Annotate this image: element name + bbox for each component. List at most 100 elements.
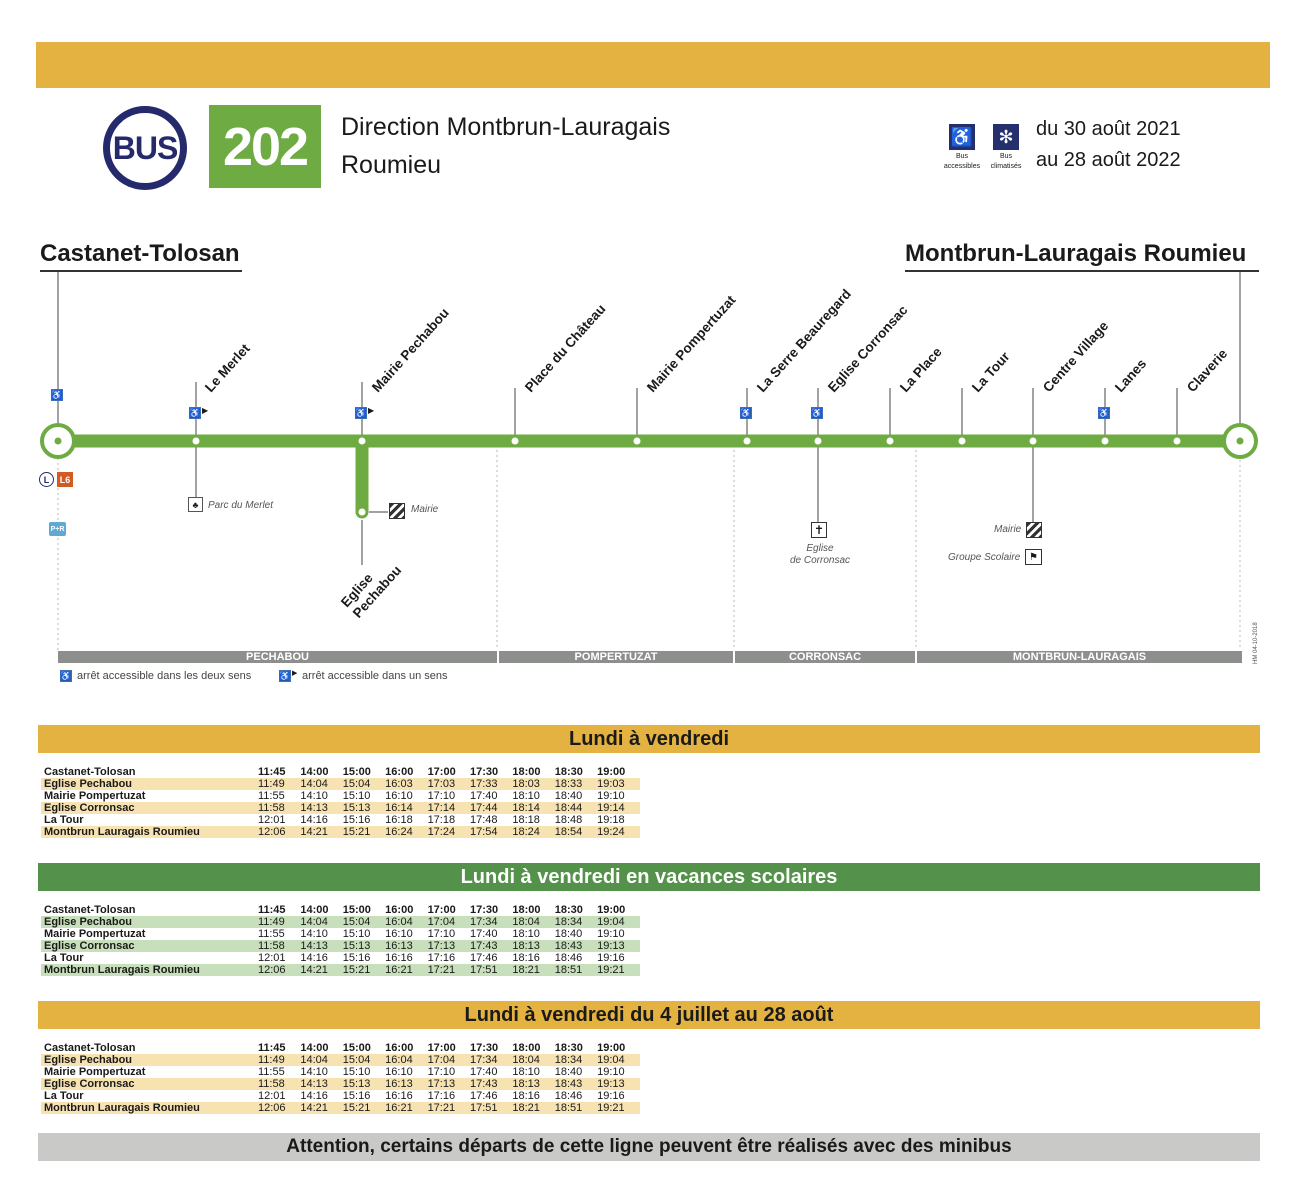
departure-time: 15:00 bbox=[342, 904, 371, 916]
time-cell: 17:10 bbox=[427, 790, 456, 802]
time-cell: 18:21 bbox=[512, 1102, 555, 1114]
wheelchair-icon: ♿ bbox=[949, 124, 975, 150]
stop-name: Eglise Corronsac bbox=[41, 940, 258, 952]
time-cell: 18:18 bbox=[512, 814, 540, 826]
time-cell: 15:10 bbox=[342, 1066, 371, 1078]
departure-time: 14:00 bbox=[300, 904, 329, 916]
line-l6-badge: L6 bbox=[57, 472, 73, 487]
departure-time: 14:00 bbox=[300, 1042, 329, 1054]
poi-mairie-pechabou: Mairie bbox=[411, 504, 439, 515]
time-cell: 11:58 bbox=[258, 940, 301, 952]
time-cell: 17:14 bbox=[427, 802, 470, 814]
line-number-badge: 202 bbox=[209, 105, 321, 188]
time-cell: 18:34 bbox=[554, 1054, 598, 1066]
validity-start: du 30 août 2021 bbox=[1036, 118, 1181, 140]
time-cell: 11:49 bbox=[258, 778, 301, 790]
departure-time: 17:30 bbox=[469, 1042, 499, 1054]
time-cell: 14:13 bbox=[300, 1078, 343, 1090]
departure-time: 19:00 bbox=[597, 766, 626, 778]
direction-line1: Direction Montbrun-Lauragais bbox=[341, 113, 671, 141]
time-cell: 12:06 bbox=[258, 964, 301, 976]
poi-groupe-scolaire: Groupe Scolaire bbox=[948, 552, 1021, 563]
time-cell: 18:40 bbox=[554, 928, 583, 940]
poi-eglise-corronsac: Eglise de Corronsac bbox=[789, 543, 851, 566]
time-cell: 19:03 bbox=[597, 778, 640, 790]
time-cell: 15:16 bbox=[342, 814, 371, 826]
time-cell: 17:04 bbox=[427, 1054, 470, 1066]
time-cell: 18:44 bbox=[554, 802, 598, 814]
timetable-title-1: Lundi à vendredi bbox=[38, 725, 1260, 753]
commune-corronsac: CORRONSAC bbox=[735, 651, 915, 663]
departure-time: 19:00 bbox=[597, 904, 626, 916]
departure-time: 19:00 bbox=[597, 1042, 626, 1054]
wheelchair-icon: ♿ bbox=[811, 407, 823, 419]
time-cell: 14:21 bbox=[300, 1102, 343, 1114]
stop-name: Eglise Pechabou bbox=[41, 1054, 258, 1066]
time-cell: 12:06 bbox=[258, 826, 301, 838]
stop-name: Mairie Pompertuzat bbox=[44, 928, 146, 940]
wheelchair-icon: ♿ bbox=[1098, 407, 1110, 419]
time-cell: 14:04 bbox=[300, 1054, 343, 1066]
time-cell: 19:10 bbox=[597, 928, 625, 940]
timetable-title-2: Lundi à vendredi en vacances scolaires bbox=[38, 863, 1260, 891]
time-cell: 15:13 bbox=[342, 1078, 386, 1090]
time-cell: 17:43 bbox=[469, 1078, 513, 1090]
stop-name: Eglise Corronsac bbox=[41, 802, 258, 814]
commune-pompertuzat: POMPERTUZAT bbox=[499, 651, 733, 663]
time-cell: 12:01 bbox=[258, 1090, 286, 1102]
time-cell: 15:04 bbox=[342, 1054, 386, 1066]
time-cell: 18:51 bbox=[554, 964, 598, 976]
stop-name: Montbrun Lauragais Roumieu bbox=[41, 1102, 258, 1114]
stop-name: Eglise Pechabou bbox=[41, 916, 258, 928]
departure-time: 18:00 bbox=[512, 766, 541, 778]
time-cell: 14:13 bbox=[300, 940, 343, 952]
top-color-band bbox=[36, 42, 1270, 88]
departure-time: 17:00 bbox=[427, 1042, 456, 1054]
wheelchair-icon: ♿ bbox=[60, 670, 72, 682]
time-cell: 16:13 bbox=[385, 1078, 428, 1090]
time-cell: 18:43 bbox=[554, 940, 598, 952]
wheelchair-icon: ♿ bbox=[740, 407, 752, 419]
time-cell: 18:14 bbox=[512, 802, 555, 814]
time-cell: 19:04 bbox=[597, 916, 640, 928]
stop-name: Castanet-Tolosan bbox=[44, 904, 136, 916]
direction-line2: Roumieu bbox=[341, 151, 442, 179]
arrow-right-icon: ▶ bbox=[368, 406, 375, 415]
time-cell: 18:40 bbox=[554, 790, 583, 802]
stop-name: Castanet-Tolosan bbox=[44, 766, 136, 778]
time-cell: 14:04 bbox=[300, 916, 343, 928]
commune-montbrun-lauragais: MONTBRUN-LAURAGAIS bbox=[917, 651, 1242, 663]
time-cell: 16:04 bbox=[385, 916, 428, 928]
time-cell: 18:54 bbox=[554, 826, 598, 838]
wheelchair-one-way-icon: ♿ bbox=[355, 407, 367, 419]
time-cell: 12:06 bbox=[258, 1102, 301, 1114]
time-cell: 11:55 bbox=[258, 928, 285, 940]
legend-one-direction: arrêt accessible dans un sens bbox=[302, 670, 448, 682]
time-cell: 18:21 bbox=[512, 964, 555, 976]
bus-logo: BUS bbox=[103, 106, 187, 190]
time-cell: 17:13 bbox=[427, 1078, 470, 1090]
time-cell: 14:16 bbox=[300, 952, 328, 964]
time-cell: 16:21 bbox=[385, 964, 428, 976]
stop-name: La Tour bbox=[44, 1090, 84, 1102]
time-cell: 17:03 bbox=[427, 778, 470, 790]
departure-time: 11:45 bbox=[258, 1042, 286, 1054]
time-cell: 17:40 bbox=[469, 928, 498, 940]
stop-name: Castanet-Tolosan bbox=[44, 1042, 136, 1054]
time-cell: 17:33 bbox=[469, 778, 513, 790]
time-cell: 14:21 bbox=[300, 964, 343, 976]
poi-parc-du-merlet: Parc du Merlet bbox=[208, 500, 274, 511]
time-cell: 16:16 bbox=[385, 952, 413, 964]
time-cell: 14:13 bbox=[300, 802, 343, 814]
time-cell: 17:51 bbox=[469, 1102, 513, 1114]
route-map bbox=[40, 272, 1258, 650]
time-cell: 16:04 bbox=[385, 1054, 428, 1066]
time-cell: 15:16 bbox=[342, 952, 371, 964]
